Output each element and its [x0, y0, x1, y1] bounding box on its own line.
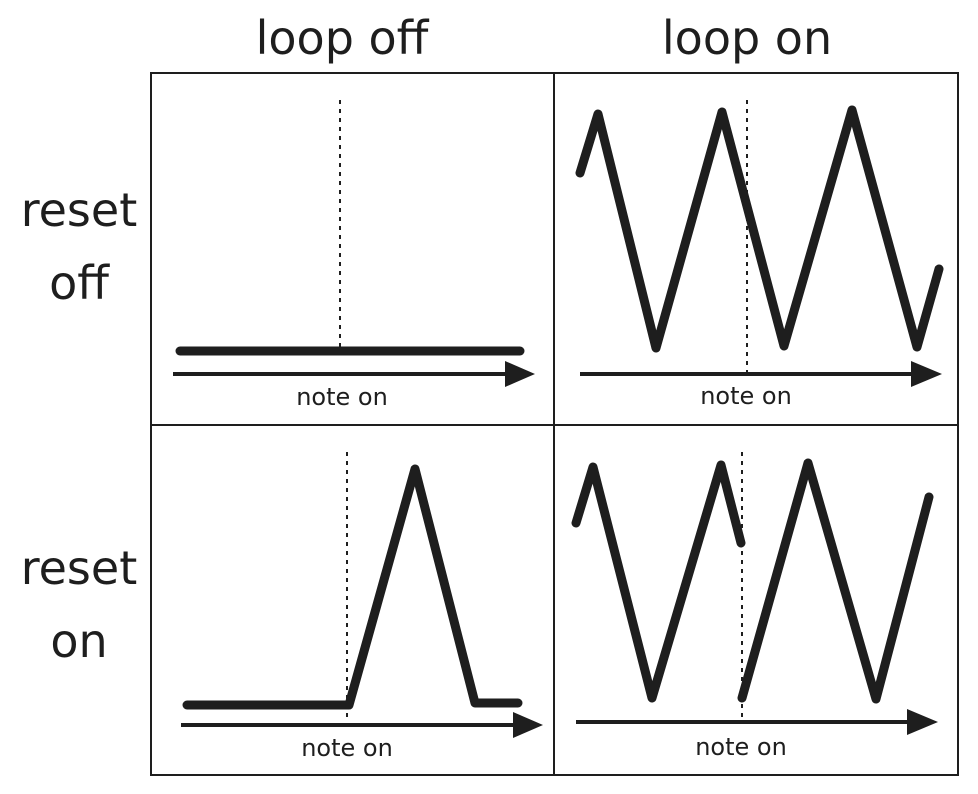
time-axis-arrowhead [505, 361, 535, 387]
time-axis-arrowhead [911, 361, 942, 387]
panel-reset-on-loop-on: note on [571, 452, 938, 761]
row-header-reset-on-line2: on [50, 614, 107, 668]
row-header-reset-off-line2: off [49, 256, 110, 310]
panel-reset-off-loop-on: note on [575, 100, 944, 410]
lfo-waveform-before-reset [571, 460, 746, 703]
time-axis-arrowhead [907, 709, 938, 735]
lfo-waveform-after-reset [737, 458, 934, 704]
note-on-label: note on [296, 383, 388, 411]
lfo-waveform [575, 105, 944, 353]
note-on-label: note on [695, 733, 787, 761]
column-header-loop-on: loop on [662, 11, 832, 65]
panel-reset-off-loop-off: note on [173, 100, 535, 411]
panel-reset-on-loop-off: note on [181, 452, 543, 762]
row-header-reset-off-line1: reset [21, 183, 138, 237]
lfo-waveform [182, 464, 523, 710]
column-header-loop-off: loop off [256, 11, 430, 65]
note-on-label: note on [700, 382, 792, 410]
time-axis-arrowhead [513, 712, 543, 738]
row-header-reset-on-line1: reset [21, 541, 138, 595]
note-on-label: note on [301, 734, 393, 762]
